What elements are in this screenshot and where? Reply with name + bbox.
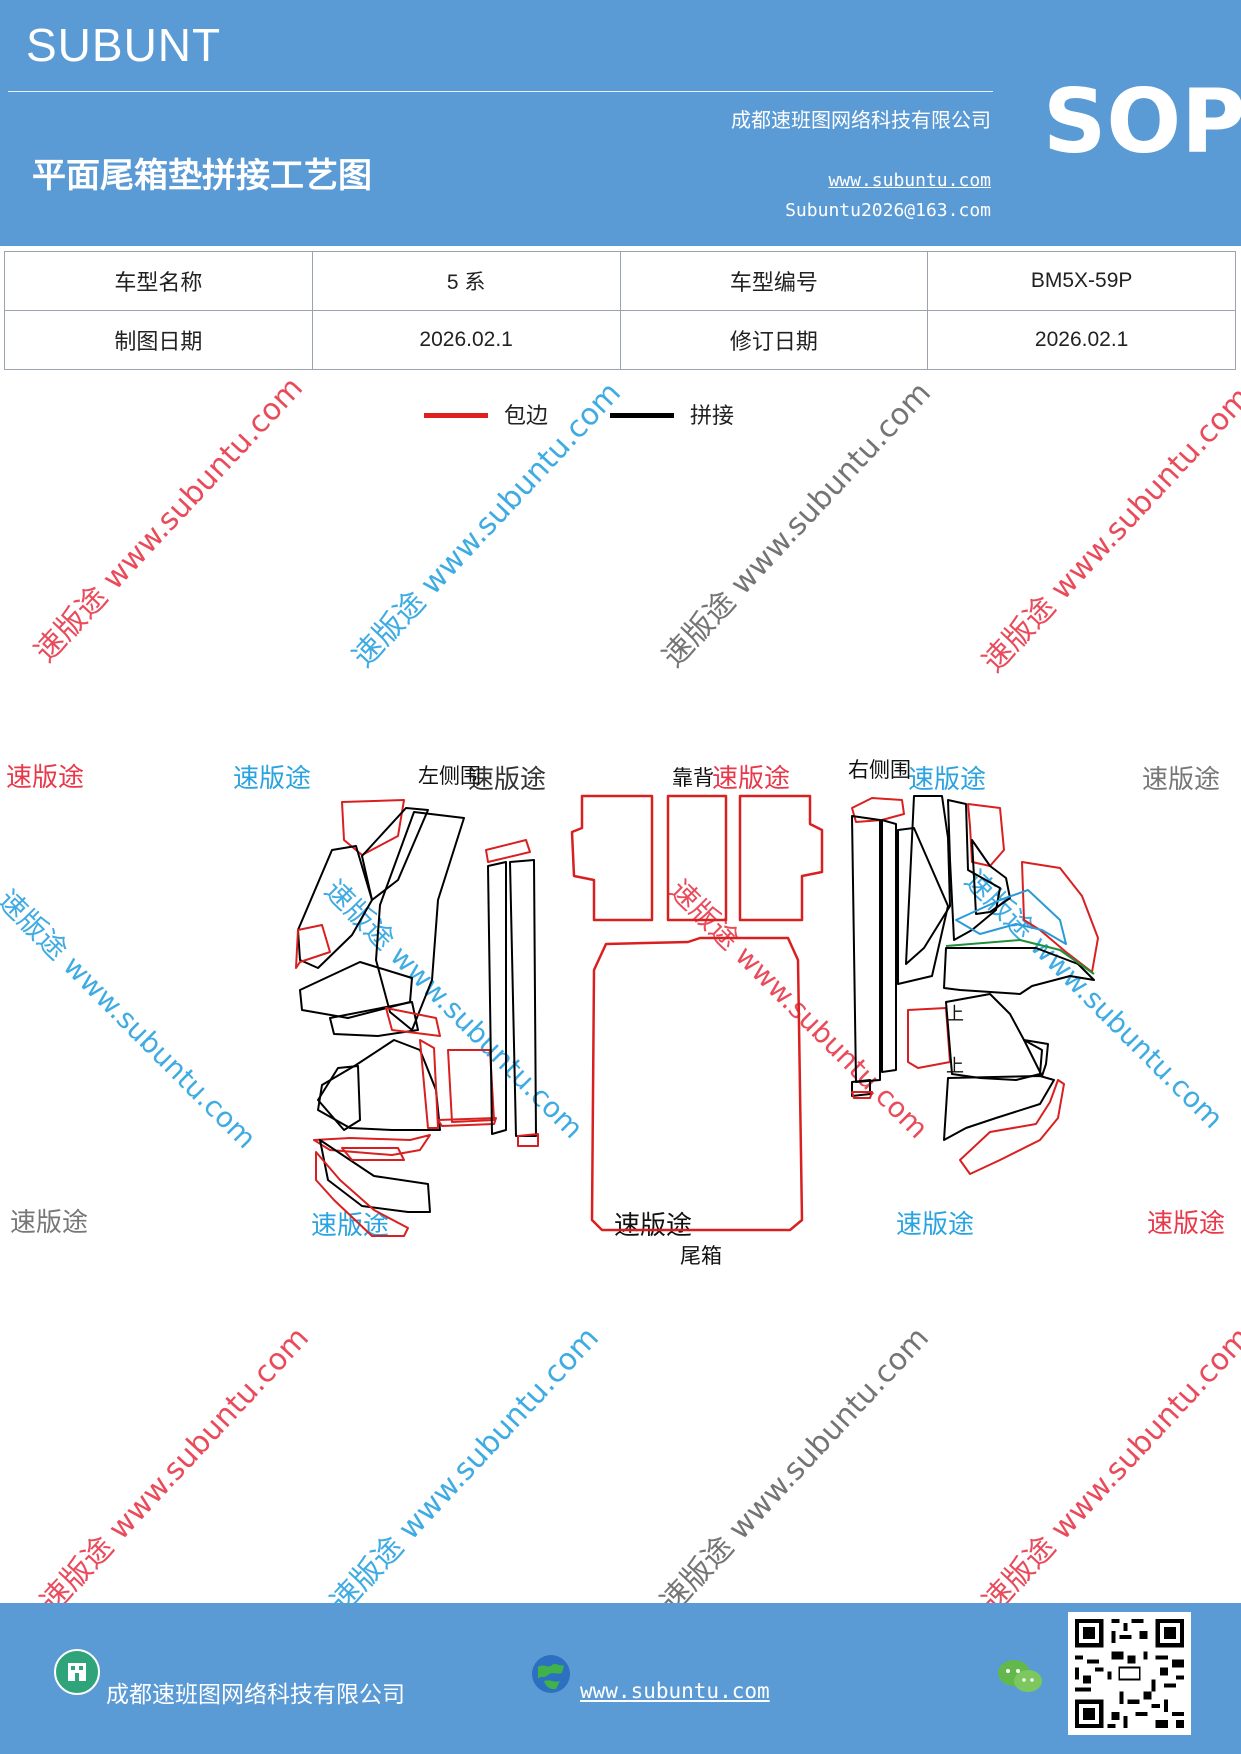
footer-banner: 成都速班图网络科技有限公司 www.subuntu.com — [0, 1603, 1241, 1754]
watermark: 速版途 www.subuntu.com — [975, 1320, 1241, 1620]
back-panels — [570, 794, 824, 1232]
website-link[interactable]: www.subuntu.com — [828, 170, 991, 191]
table-row: 车型名称 5 系 车型编号 BM5X-59P — [4, 251, 1236, 311]
legend-edge-label: 包边 — [504, 404, 549, 429]
watermark: 速版途 www.subuntu.com — [323, 1320, 606, 1620]
model-name-label: 车型名称 — [4, 251, 313, 311]
page-title: 平面尾箱垫拼接工艺图 — [32, 156, 372, 196]
right-side-panels — [851, 795, 1099, 1175]
header-banner: SUBUNT 平面尾箱垫拼接工艺图 成都速班图网络科技有限公司 www.subu… — [0, 0, 1241, 246]
model-name-value: 5 系 — [311, 251, 621, 311]
part-mark: 上 — [946, 1056, 964, 1077]
table-row: 制图日期 2026.02.1 修订日期 2026.02.1 — [4, 310, 1236, 370]
watermark-brand: 速版途 — [908, 765, 987, 795]
watermark-brand: 速版途 — [233, 764, 312, 794]
model-code-value: BM5X-59P — [927, 251, 1236, 311]
watermark-brand: 速版途 — [614, 1211, 693, 1241]
draw-date-label: 制图日期 — [4, 310, 313, 370]
wechat-icon[interactable] — [996, 1657, 1044, 1697]
watermark-brand: 速版途 — [896, 1210, 975, 1240]
part-mark: 上 — [946, 1004, 964, 1025]
company-name: 成都速班图网络科技有限公司 — [731, 108, 991, 132]
watermark: 速版途 www.subuntu.com — [653, 1320, 936, 1620]
watermark: 速版途 www.subuntu.com — [33, 1320, 316, 1620]
watermark: 速版途 www.subuntu.com — [27, 370, 310, 670]
brand-name: SUBUNT — [26, 19, 222, 71]
draw-date-value: 2026.02.1 — [311, 310, 621, 370]
part-label-left-side: 左侧围 — [418, 764, 481, 788]
watermark-brand: 速版途 — [10, 1208, 89, 1238]
trunk-mat-diagram — [295, 794, 1099, 1237]
part-label-trunk: 尾箱 — [680, 1244, 722, 1268]
vehicle-info-table: 车型名称 5 系 车型编号 BM5X-59P 制图日期 2026.02.1 修订… — [4, 251, 1236, 370]
watermark: 速版途 www.subuntu.com — [975, 380, 1241, 680]
watermark-brand: 速版途 — [712, 764, 791, 794]
watermark-brand: 速版途 — [1147, 1209, 1226, 1239]
legend-seam-swatch — [610, 413, 674, 418]
legend-edge-swatch — [424, 413, 488, 418]
part-label-back: 靠背 — [672, 766, 714, 790]
watermark-brand: 速版途 — [6, 763, 85, 793]
header-divider — [8, 91, 993, 92]
model-code-label: 车型编号 — [619, 251, 929, 311]
sop-badge: SOP — [1043, 70, 1241, 173]
footer-website-link[interactable]: www.subuntu.com — [580, 1679, 770, 1703]
legend-seam-label: 拼接 — [690, 404, 735, 429]
revise-date-value: 2026.02.1 — [927, 310, 1236, 370]
watermark-brand: 速版途 — [1142, 765, 1221, 795]
footer-company-name: 成都速班图网络科技有限公司 — [106, 1682, 405, 1708]
left-side-panels — [295, 799, 539, 1237]
email-address[interactable]: Subuntu2026@163.com — [785, 200, 991, 221]
qr-code-icon — [1068, 1612, 1191, 1735]
globe-icon — [532, 1655, 570, 1693]
revise-date-label: 修订日期 — [619, 310, 929, 370]
building-icon — [54, 1649, 100, 1695]
part-label-right-side: 右侧围 — [848, 758, 911, 782]
watermark-brand: 速版途 — [468, 765, 547, 795]
